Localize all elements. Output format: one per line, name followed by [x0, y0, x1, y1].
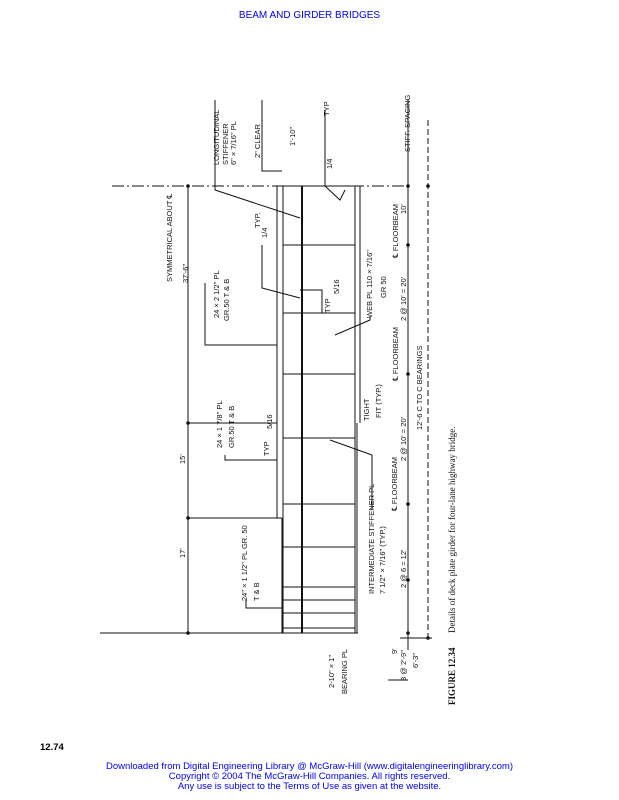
drawing-label: 2 @ 10' = 20' [399, 276, 408, 321]
drawing-label: GR.50 T & B [227, 406, 236, 448]
drawing-label: 1'-10" [288, 127, 297, 146]
drawing-label: FIT (TYP.) [374, 384, 383, 418]
drawing-label: ℄ FLOORBEAM [390, 457, 399, 512]
drawing-label: TYP [322, 101, 331, 116]
dimension-tick [406, 578, 410, 582]
drawing-label: WEB PL 110 × 7/16" [365, 250, 374, 318]
dimension-tick [426, 636, 430, 640]
drawing-label: 24" × 1 1/2" PL GR. 50 [240, 525, 249, 601]
drawing-label: GR.50 T & B [222, 279, 231, 321]
drawing-label: SYMMETRICAL ABOUT ℄ [165, 193, 174, 282]
figure-caption: Details of deck plate girder for four-la… [447, 427, 457, 634]
drawing-label: 6" × 7/16" PL [229, 121, 238, 165]
footer: Downloaded from Digital Engineering Libr… [0, 762, 619, 792]
drawing-label: 3 @ 2'-9" [399, 650, 408, 681]
drawing-label: TYP [262, 441, 271, 456]
dimension-tick [406, 502, 410, 506]
drawing-label: ℄ FLOORBEAM [391, 204, 400, 259]
dimension-tick [406, 243, 410, 247]
drawing-label: 2 @ 6 = 12' [399, 549, 408, 588]
drawing-label: 6'-3" [411, 653, 420, 668]
girder-outline [100, 100, 432, 681]
drawing-label: 1/4 [260, 228, 269, 238]
drawing-label: BEARING PL [340, 649, 349, 694]
drawing-label: 10' [399, 204, 408, 214]
drawing-label: 1/4 [325, 159, 334, 169]
drawing-label: GR 50 [379, 276, 388, 298]
drawing-label: 24 × 1 7/8" PL [215, 401, 224, 449]
drawing-label: 15' [178, 454, 187, 464]
drawing-label: 9' [390, 648, 399, 654]
drawing-label: STIFFENER [221, 123, 230, 165]
footer-copyright: Copyright © 2004 The McGraw-Hill Compani… [168, 771, 451, 782]
dimension-tick [406, 372, 410, 376]
footer-download-link[interactable]: Downloaded from Digital Engineering Libr… [105, 761, 514, 772]
drawing-label: TIGHT [362, 398, 371, 421]
drawing-label: TYP. [253, 212, 262, 228]
footer-terms[interactable]: Any use is subject to the Terms of Use a… [177, 781, 442, 792]
dimension-tick [426, 184, 430, 188]
drawing-label: 2-10" × 1" [327, 655, 336, 688]
drawing-label: LONGITUDINAL [212, 110, 221, 165]
dimension-tick [186, 184, 190, 188]
drawing-label: STIFF. SPACING [403, 94, 412, 152]
figure-number: FIGURE 12.34 [447, 647, 457, 705]
drawing-label: 17' [178, 548, 187, 558]
dimension-tick [406, 631, 410, 635]
drawing-label: INTERMEDIATE STIFFENER PL [367, 484, 376, 594]
drawing-label: 37'-6" [181, 264, 190, 283]
drawing-label: 5/16 [332, 279, 341, 294]
running-header: BEAM AND GIRDER BRIDGES [238, 10, 381, 21]
drawing-label: 24 × 2 1/2" PL [212, 271, 221, 319]
drawing-label: T & B [252, 582, 261, 601]
page-number: 12.74 [40, 742, 64, 753]
dimension-tick [186, 516, 190, 520]
dimension-tick [186, 631, 190, 635]
drawing-label: ℄ FLOORBEAM [391, 327, 400, 382]
dimension-tick [186, 421, 190, 425]
drawing-label: 7 1/2" × 7/16" (TYP.) [378, 526, 387, 594]
dimension-tick [406, 184, 410, 188]
drawing-label: 12'-6 C TO C BEARINGS [415, 345, 424, 430]
drawing-label: 2" CLEAR [253, 123, 262, 158]
drawing-label: TYP [323, 298, 332, 313]
drawing-label: 2 @ 10' = 20' [399, 416, 408, 461]
drawing-label: 5/16 [265, 414, 274, 429]
